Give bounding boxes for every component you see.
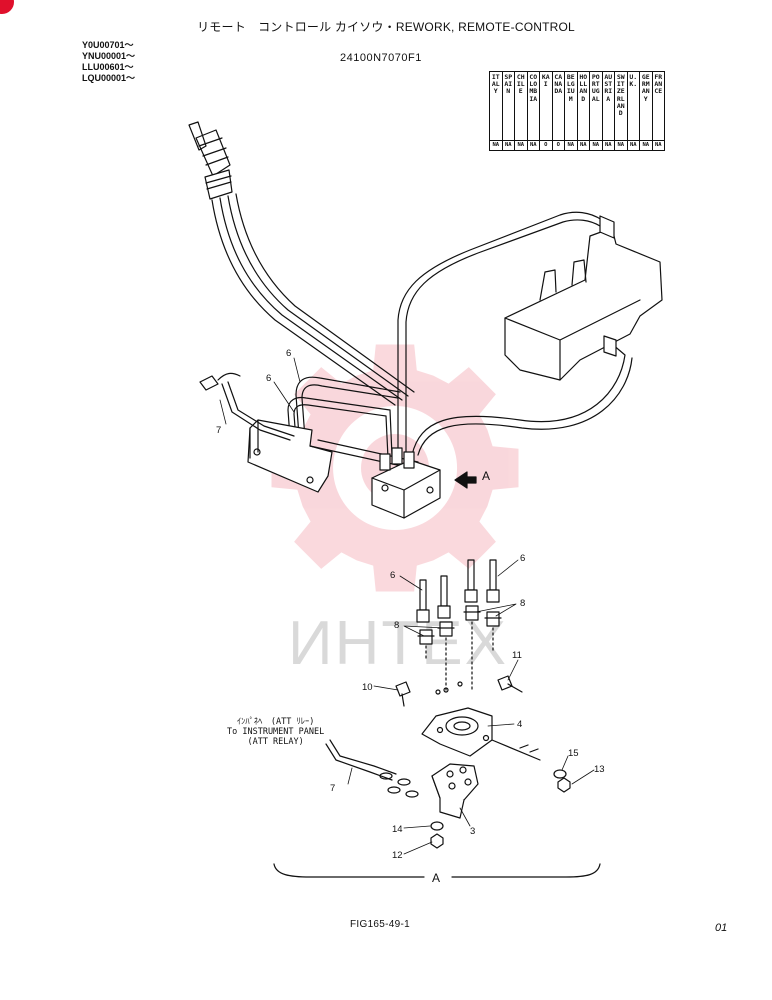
adapter-fittings (417, 605, 502, 695)
control-valve-hoses (397, 211, 633, 456)
callout-13: 13 (594, 764, 605, 775)
callout-7: 7 (216, 425, 221, 436)
callout-a: A (482, 469, 490, 483)
callout-8: 8 (520, 598, 525, 609)
gear-outline (271, 344, 519, 592)
view-bracket (273, 863, 601, 878)
callout-6: 6 (390, 570, 395, 581)
callout-6: 6 (520, 553, 525, 564)
serial-number: LLU00601～ (82, 62, 134, 72)
wire-harness-lower (325, 739, 419, 798)
figure-number: FIG165-49-1 (350, 919, 410, 930)
page-number: 01 (715, 922, 728, 934)
serial-number: YNU00001～ (82, 51, 136, 61)
part-number: 24100N7070F1 (340, 52, 422, 64)
country-code: NA (651, 140, 665, 151)
callout-3: 3 (470, 826, 475, 837)
serial-number: LQU00001～ (82, 73, 136, 83)
callout-10: 10 (362, 682, 373, 693)
bolts (395, 675, 523, 707)
callout-14: 14 (392, 824, 403, 835)
note-line: To INSTRUMENT PANEL (227, 727, 325, 737)
callout-6: 6 (266, 373, 271, 384)
callout-4: 4 (517, 719, 522, 730)
callout-a: A (432, 871, 440, 885)
joystick-lever (188, 121, 233, 200)
callout-8: 8 (394, 620, 399, 631)
callout-11: 11 (512, 650, 522, 661)
view-arrow (454, 471, 477, 489)
note-line: (ATT RELAY) (247, 737, 304, 747)
serial-number: Y0U00701～ (82, 40, 134, 50)
callout-15: 15 (568, 748, 579, 759)
note-line: ｲﾝﾊﾟﾈﾍ (ATT ﾘﾚｰ) (236, 717, 315, 727)
instrument-panel-note: ｲﾝﾊﾟﾈﾍ (ATT ﾘﾚｰ) To INSTRUMENT PANEL (AT… (227, 717, 324, 747)
wire-harness-upper (199, 372, 295, 441)
country-name: FRANCE (651, 71, 665, 141)
pilot-valve (431, 763, 479, 819)
callout-labels: 6 6 7 A 6 6 8 8 11 10 4 7 15 13 3 14 12 … (216, 348, 605, 885)
joystick-hoses (211, 193, 415, 406)
country-name: HOLLAND (576, 71, 590, 141)
callout-7: 7 (330, 783, 335, 794)
country-name: AUSTRIA (601, 71, 615, 141)
hose-fitting-set (416, 559, 500, 623)
control-valve (504, 215, 663, 381)
valve-bracket (421, 707, 541, 761)
leader-lines (219, 357, 595, 855)
nuts-and-washers (430, 769, 571, 849)
callout-6: 6 (286, 348, 291, 359)
callout-12: 12 (392, 850, 403, 861)
page-title: リモート コントロール カイソウ・REWORK, REMOTE-CONTROL (197, 20, 575, 34)
serial-list: Y0U00701～ YNU00001～ LLU00601～ LQU00001～ (82, 40, 135, 84)
country-table: ITALY SPAIN CHILE COLOMBIA KAI CANADA BE… (489, 71, 665, 151)
valve-block (371, 447, 441, 519)
